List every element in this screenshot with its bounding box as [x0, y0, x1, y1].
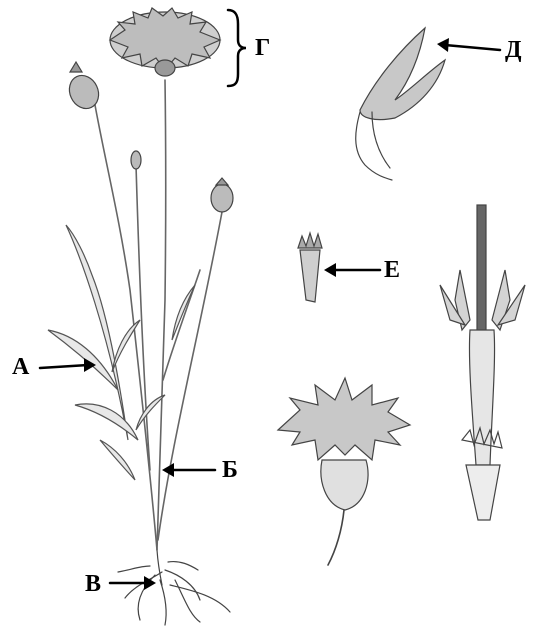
label-d: Д: [505, 38, 522, 62]
tubular-floret-small: [298, 233, 322, 302]
label-b: Б: [222, 458, 238, 482]
ray-floret: [356, 28, 445, 180]
label-a: А: [12, 355, 29, 379]
arrow-a: [40, 365, 88, 368]
label-v: В: [85, 572, 101, 596]
pointer-arrows: [40, 38, 500, 590]
flower-head: [110, 8, 220, 76]
tubular-floret-section: [440, 205, 525, 520]
label-e: Е: [384, 258, 400, 282]
leaves: [48, 225, 195, 480]
label-g: Г: [255, 36, 270, 60]
brace-g: [228, 10, 246, 86]
roots: [118, 550, 230, 625]
arrow-d: [445, 45, 500, 50]
flower-buds: [64, 62, 233, 212]
flower-head-section: [278, 378, 410, 565]
stems: [95, 80, 222, 550]
